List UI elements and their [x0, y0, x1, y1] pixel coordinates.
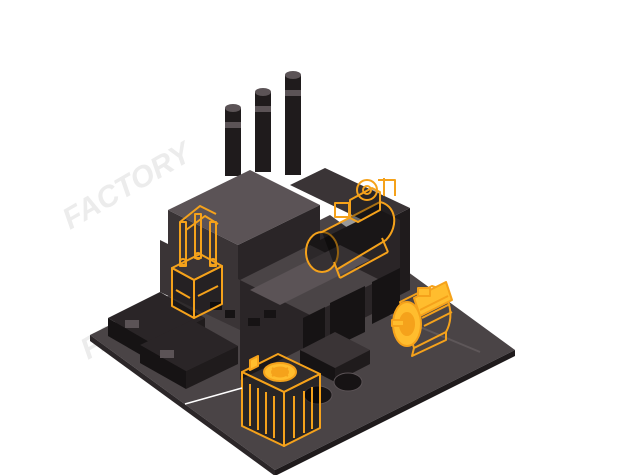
motor-icon	[391, 281, 453, 357]
chimneys	[225, 71, 301, 176]
connector-line	[184, 387, 243, 405]
cooling-tower-icon	[241, 353, 321, 447]
vehicles	[300, 332, 370, 405]
transformer-icon	[171, 205, 223, 319]
compressor-icon	[305, 178, 396, 279]
storage-blocks	[108, 292, 238, 389]
